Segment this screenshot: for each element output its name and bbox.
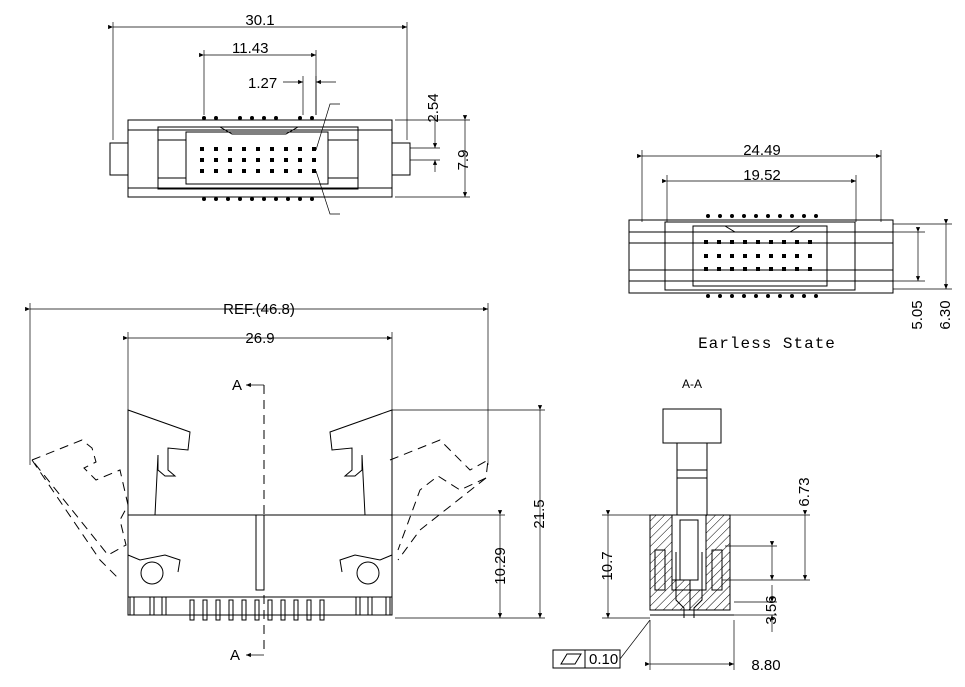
dim-section-left-height: 10.7 — [599, 551, 616, 580]
earless-tail-pins — [706, 214, 818, 298]
section-marker-top: A — [232, 377, 242, 394]
dim-section-depth: 8.80 — [751, 657, 780, 674]
flatness-tolerance-value: 0.10 — [589, 651, 618, 668]
flatness-icon — [560, 653, 582, 665]
dim-earless-inner-width: 19.52 — [743, 167, 781, 184]
dim-front-total-height: 21.5 — [531, 499, 548, 528]
section-title: A-A — [682, 377, 702, 391]
earless-pin-grid — [704, 240, 812, 271]
front-pins — [129, 596, 391, 621]
dim-earless-width: 24.49 — [743, 142, 781, 159]
dim-earless-height-inner: 5.05 — [909, 300, 926, 329]
dim-front-lower-height: 10.29 — [492, 547, 509, 585]
section-marker-bottom: A — [230, 647, 240, 664]
flatness-tolerance-frame: 0.10 — [552, 619, 651, 669]
top-tail-pins — [202, 116, 314, 201]
dim-top-overall-width: 30.1 — [245, 12, 274, 29]
earless-view: 24.49 19.52 5.05 6.30 Earless State — [628, 142, 954, 353]
dim-front-ref-width: REF.(46.8) — [223, 301, 295, 318]
section-a-a-view: A-A 6.73 3.56 10.7 — [552, 377, 813, 674]
front-view: A A REF.(46.8) 26.9 21.5 10.29 — [25, 301, 548, 664]
dim-front-body-width: 26.9 — [245, 330, 274, 347]
dim-top-row-pitch: 2.54 — [425, 93, 442, 122]
top-pin-grid — [200, 147, 316, 173]
dim-earless-height-outer: 6.30 — [937, 300, 954, 329]
dim-section-pin-height: 3.56 — [763, 595, 780, 624]
dim-top-pitch-span: 11.43 — [232, 40, 268, 57]
top-view: 30.1 11.43 1.27 2.54 7.9 — [108, 12, 472, 215]
earless-state-label: Earless State — [698, 335, 836, 353]
dim-top-pitch: 1.27 — [248, 75, 277, 92]
dim-top-height: 7.9 — [455, 150, 472, 171]
dim-section-upper-height: 6.73 — [796, 477, 813, 506]
